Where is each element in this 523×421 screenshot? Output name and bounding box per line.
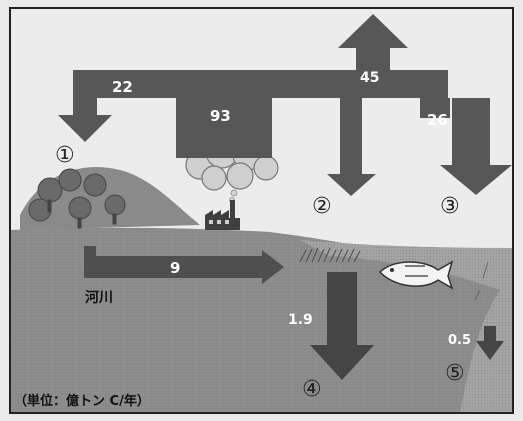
diagram-frame bbox=[9, 7, 514, 414]
arrow-22-head bbox=[58, 115, 112, 142]
ocean-area bbox=[300, 240, 513, 413]
seaweed-icon bbox=[474, 261, 489, 301]
arrow-45-shaft bbox=[356, 45, 390, 75]
marker-4: ④ bbox=[302, 377, 322, 402]
river-label: 河川 bbox=[85, 289, 113, 306]
flow-label-9: 9 bbox=[170, 259, 180, 277]
marker-1: ① bbox=[55, 143, 75, 168]
arrow-2-head bbox=[327, 174, 376, 196]
factory-icon bbox=[205, 200, 240, 230]
marker-5: ⑤ bbox=[445, 361, 465, 386]
arrow-26-head bbox=[440, 165, 512, 195]
fish-icon bbox=[378, 260, 454, 290]
arrow-22-shaft bbox=[73, 70, 97, 120]
flow-label-45: 45 bbox=[360, 70, 379, 86]
marsh-grass-icon bbox=[299, 247, 361, 263]
flow-label-93: 93 bbox=[210, 107, 231, 125]
forest-icon bbox=[28, 168, 126, 229]
marker-2: ② bbox=[312, 194, 332, 219]
flow-label-1-9: 1.9 bbox=[288, 312, 313, 328]
river-flow-arrow bbox=[84, 246, 284, 284]
arrow-4 bbox=[310, 272, 374, 380]
arrow-45-head bbox=[338, 14, 408, 48]
atmosphere-flow-arrows bbox=[58, 14, 512, 196]
flow-label-22: 22 bbox=[112, 78, 133, 96]
marker-3: ③ bbox=[440, 194, 460, 219]
flow-label-0-5: 0.5 bbox=[448, 333, 471, 348]
unit-label: （単位：億トン C/年） bbox=[14, 393, 150, 409]
arrow-93-block bbox=[176, 98, 272, 158]
arrow-26-shaft bbox=[452, 98, 490, 168]
flow-label-26: 26 bbox=[427, 111, 448, 129]
arrow-5 bbox=[476, 326, 504, 360]
arrow-2-shaft bbox=[340, 98, 362, 178]
